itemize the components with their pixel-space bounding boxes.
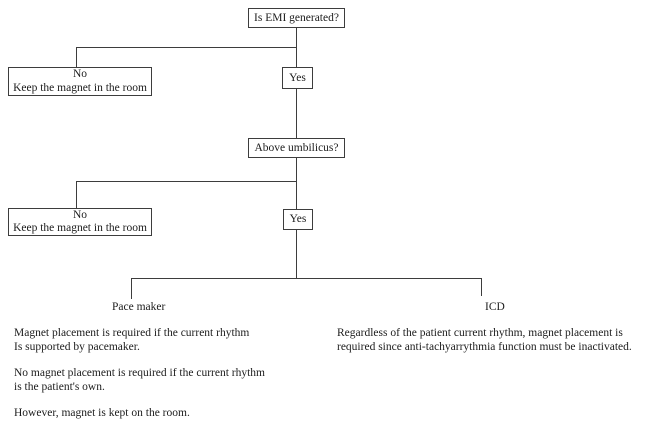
notes-icd: Regardless of the patient current rhythm…	[337, 326, 647, 366]
yes-box-2: Yes	[283, 209, 313, 230]
connector-branch3-to-icd	[481, 278, 482, 296]
decision-box-emi-generated: Is EMI generated?	[248, 8, 345, 28]
connector-branch2-horizontal	[76, 181, 297, 182]
outcome-box-no-keep-magnet-2: No Keep the magnet in the room	[8, 208, 152, 236]
yes-label-1: Yes	[289, 71, 306, 84]
note-line: Regardless of the patient current rhythm…	[337, 327, 623, 339]
keep-magnet-label-1: Keep the magnet in the room	[13, 81, 147, 94]
notes-icd-para1: Regardless of the patient current rhythm…	[337, 326, 647, 354]
connector-branch1-to-no1	[76, 47, 77, 67]
keep-magnet-label-2: Keep the magnet in the room	[13, 222, 147, 234]
notes-pacemaker-para2: No magnet placement is required if the c…	[14, 366, 334, 394]
decision-box-above-umbilicus-label: Above umbilicus?	[254, 141, 339, 154]
connector-yes2-to-branch3	[296, 230, 297, 278]
note-line: Is supported by pacemaker.	[14, 341, 140, 353]
note-line: Magnet placement is required if the curr…	[14, 327, 250, 339]
note-line: required since anti-tachyarrythmia funct…	[337, 341, 632, 353]
connector-branch1-horizontal	[76, 47, 297, 48]
decision-box-emi-generated-label: Is EMI generated?	[254, 11, 339, 24]
note-line: No magnet placement is required if the c…	[14, 367, 265, 379]
notes-pacemaker: Magnet placement is required if the curr…	[14, 326, 334, 430]
outcome-box-no-keep-magnet-1: No Keep the magnet in the room	[8, 67, 152, 96]
yes-box-1: Yes	[282, 67, 313, 89]
branch-label-pacemaker: Pace maker	[112, 301, 166, 313]
connector-umbilicus-to-yes2	[296, 158, 297, 209]
connector-branch3-to-pacemaker	[131, 278, 132, 299]
notes-pacemaker-para1: Magnet placement is required if the curr…	[14, 326, 334, 354]
no-label-2: No	[72, 208, 88, 221]
notes-pacemaker-para3: However, magnet is kept on the room.	[14, 406, 334, 420]
connector-yes1-to-umbilicus	[296, 89, 297, 138]
note-line: However, magnet is kept on the room.	[14, 407, 190, 419]
connector-branch2-to-no2	[76, 181, 77, 208]
connector-branch3-horizontal	[131, 278, 482, 279]
yes-label-2: Yes	[289, 213, 307, 225]
decision-box-above-umbilicus: Above umbilicus?	[248, 138, 345, 158]
note-line: is the patient's own.	[14, 381, 105, 393]
branch-label-icd: ICD	[485, 301, 505, 313]
no-label-1: No	[72, 68, 88, 80]
